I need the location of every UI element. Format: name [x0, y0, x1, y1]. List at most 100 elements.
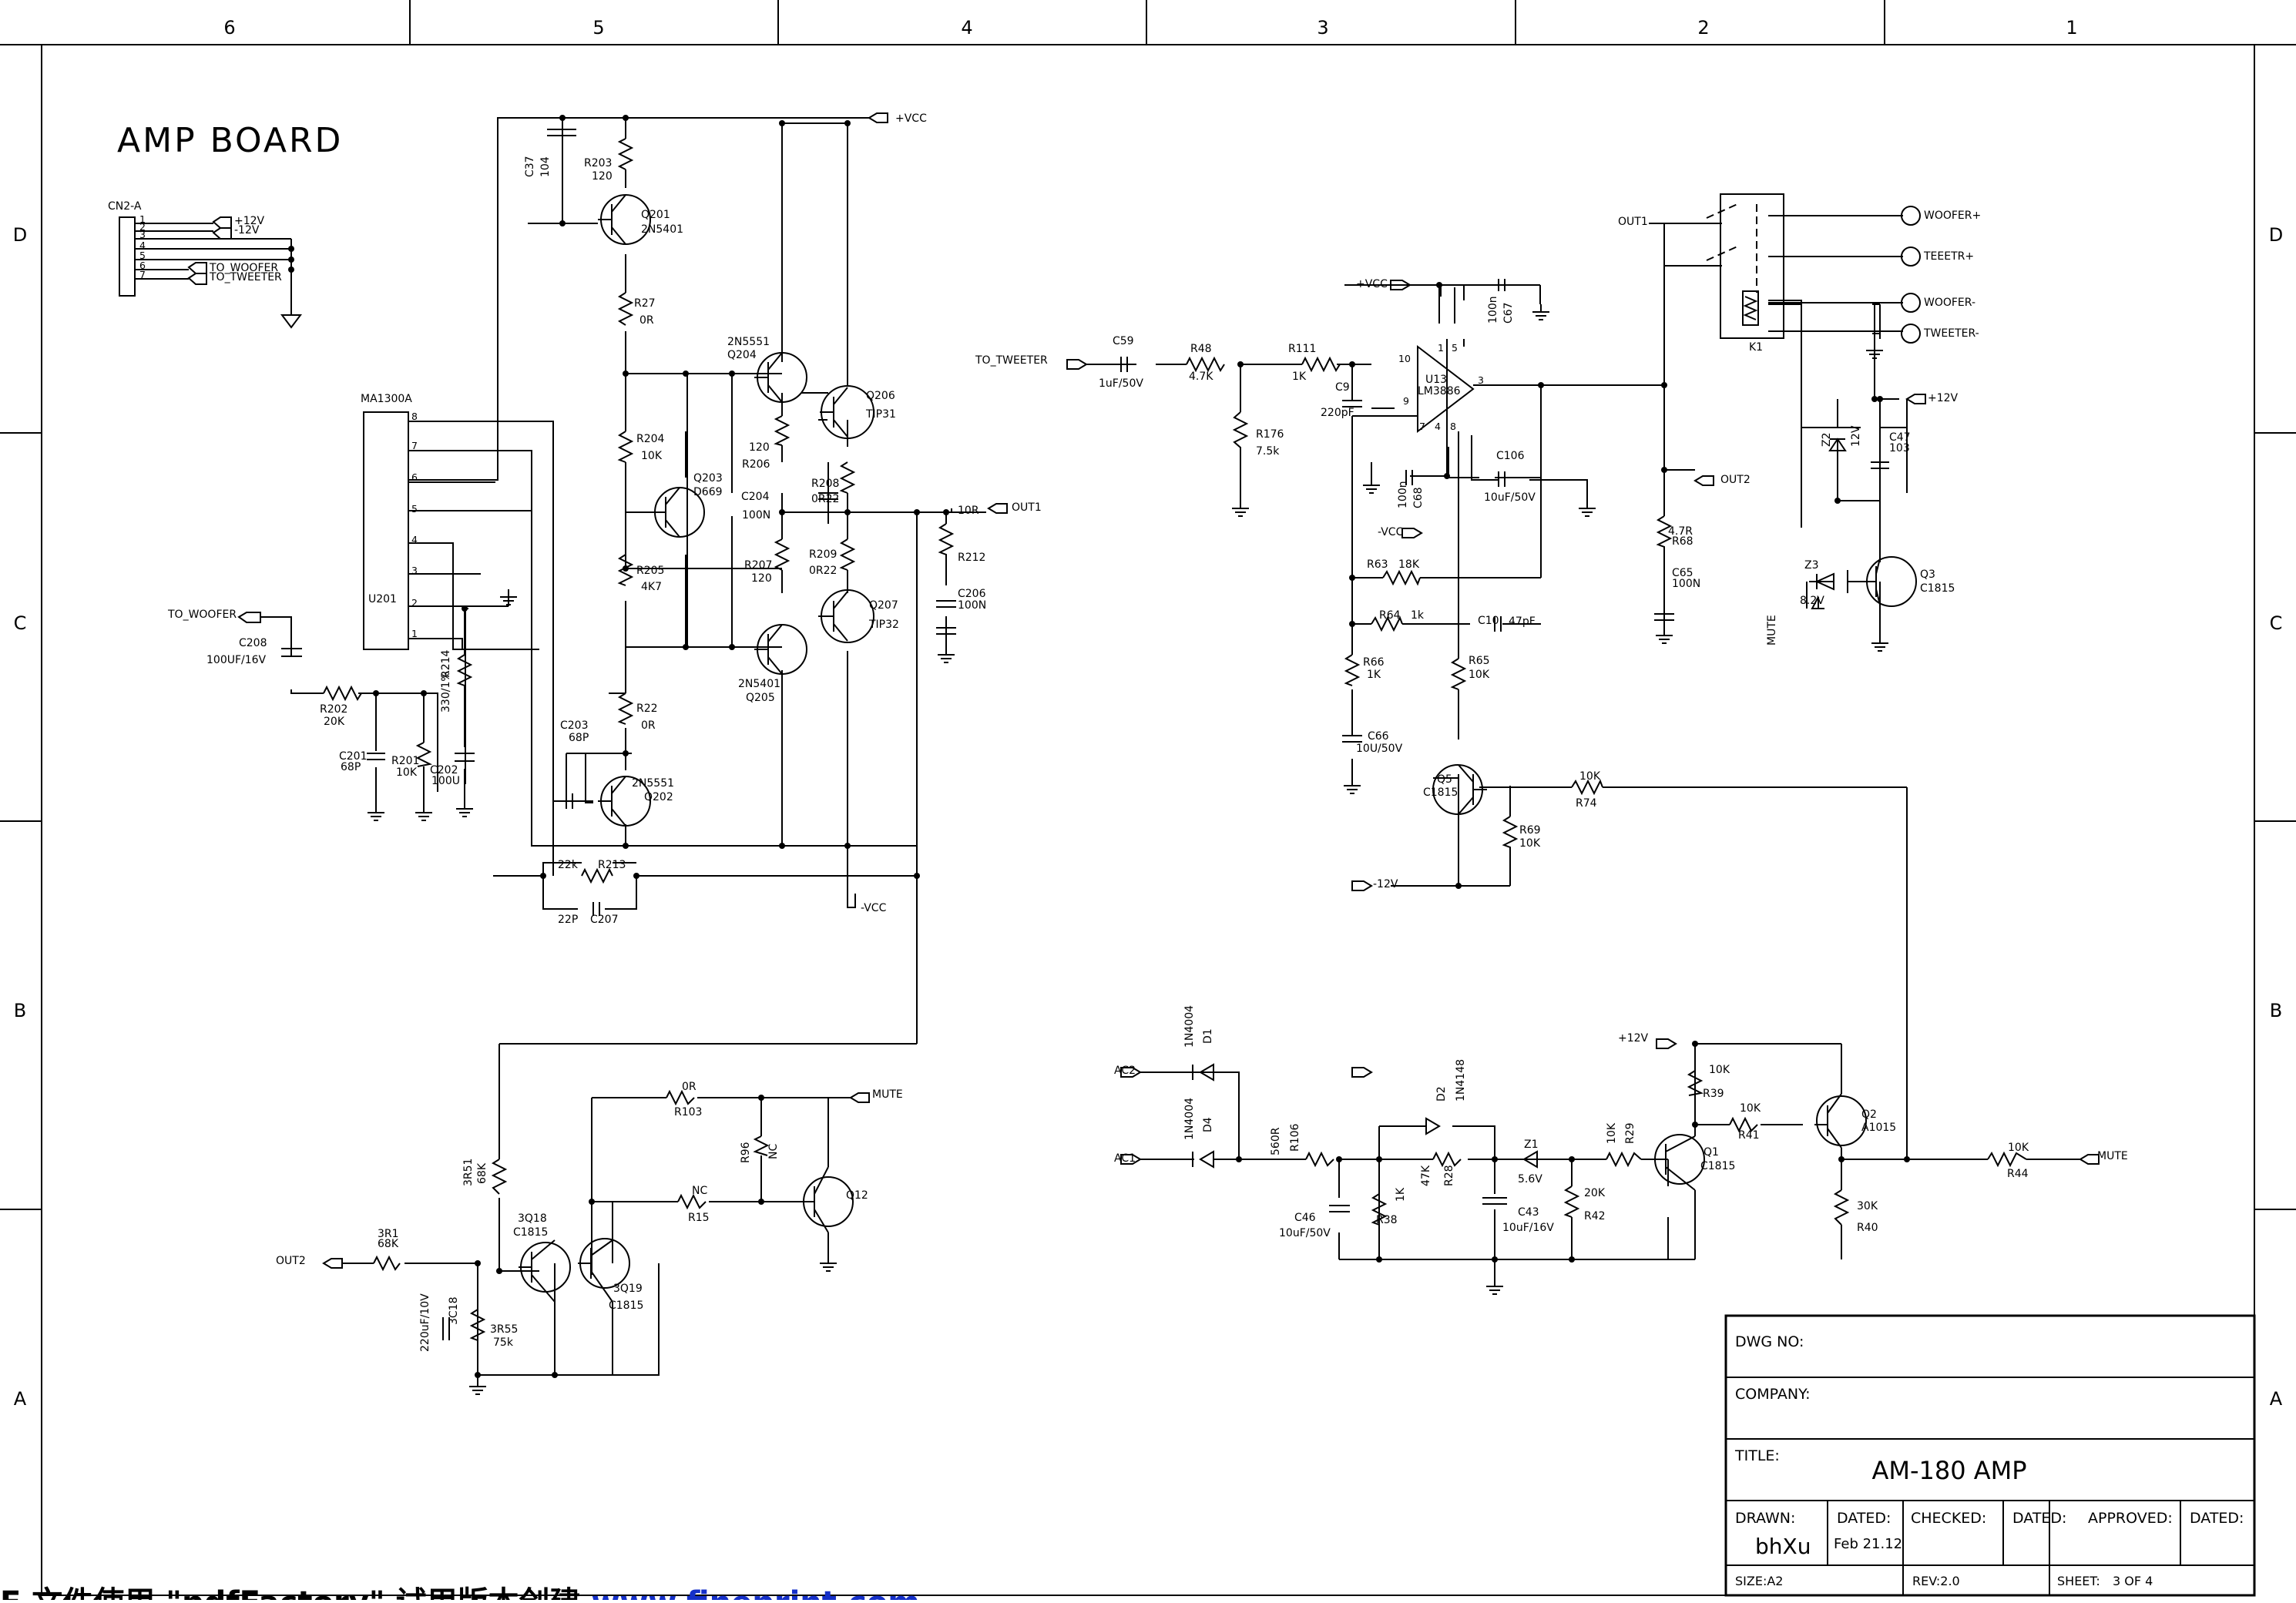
component-label-r3r1v: 68K: [378, 1238, 399, 1250]
component-label-r42v: 20K: [1584, 1187, 1606, 1199]
component-label-r64: R64: [1379, 609, 1401, 622]
component-label-q5: Q5: [1437, 773, 1452, 786]
component-label-c43: C43: [1518, 1206, 1539, 1219]
component-label-u13: U13: [1425, 374, 1447, 386]
component-label-r27: R27: [634, 297, 656, 310]
component-label-m12v: -12V: [234, 224, 260, 236]
component-label-c206v: 100N: [958, 599, 986, 612]
component-label-c202: C202: [430, 764, 458, 776]
grid-row-label: C: [2270, 612, 2283, 634]
component-label-r103v: 0R: [682, 1081, 697, 1093]
component-label-r66: R66: [1363, 656, 1385, 669]
component-label-pin7: 7: [1419, 421, 1425, 432]
component-label-p2: 2: [139, 221, 146, 233]
component-label-c203: C203: [560, 719, 589, 732]
component-label-c37v: 104: [539, 156, 552, 177]
component-label-c37: C37: [524, 156, 536, 177]
watermark-link[interactable]: www.fineprint.com: [591, 1585, 919, 1600]
component-label-u201: U201: [368, 593, 397, 605]
component-label-r212: R212: [958, 552, 985, 564]
component-label-c3c18v: 220uF/10V: [419, 1293, 431, 1352]
component-label-vcc2: +VCC: [1356, 278, 1388, 290]
drawn-value: bhXu: [1755, 1534, 1811, 1559]
component-label-r40: R40: [1857, 1222, 1878, 1234]
component-label-c9v: 220pF: [1321, 407, 1354, 419]
component-label-p6: 6: [139, 260, 146, 271]
component-label-r201: R201: [391, 755, 419, 767]
component-label-q2: Q2: [1861, 1108, 1877, 1121]
component-label-r39: R39: [1703, 1088, 1724, 1100]
component-label-q5v: C1815: [1423, 786, 1458, 799]
component-label-q2v: A1015: [1861, 1122, 1896, 1134]
component-label-pin8: 8: [1450, 421, 1456, 432]
component-label-q206v: TIP31: [865, 408, 896, 421]
component-label-d1v: 1N4004: [1183, 1005, 1196, 1048]
component-label-r202: R202: [320, 703, 347, 716]
component-label-totweet1: TO_TWEETER: [209, 271, 282, 283]
wires: [119, 117, 2080, 1379]
component-label-u6: 6: [411, 471, 418, 483]
grid-col-label: 3: [1317, 17, 1328, 39]
grid-labels: 6 5 4 3 2 1 D C B A D C B A: [13, 17, 2283, 1410]
component-label-r41: R41: [1738, 1129, 1760, 1142]
component-label-d1: D1: [1202, 1028, 1214, 1044]
component-label-c65v: 100N: [1672, 578, 1700, 590]
sheet-value: 3 OF 4: [2113, 1574, 2153, 1588]
component-label-p7: 7: [139, 269, 146, 280]
component-label-m12v2: -12V: [1373, 878, 1398, 890]
component-label-r207: R207: [744, 559, 772, 572]
component-label-r207v: 120: [751, 572, 772, 585]
component-label-r39v: 10K: [1709, 1064, 1730, 1076]
component-label-q204v: 2N5551: [727, 336, 770, 348]
approved-dated-label: DATED:: [2190, 1510, 2244, 1527]
component-label-r68v: 4.7R: [1668, 525, 1693, 538]
component-label-z3: Z3: [1804, 559, 1819, 572]
component-label-q202: Q202: [644, 791, 673, 803]
component-label-r40v: 30K: [1857, 1200, 1878, 1212]
component-label-r44v: 10K: [2008, 1142, 2029, 1154]
component-label-c106v: 10uF/50V: [1484, 491, 1536, 504]
component-label-r38: R38: [1376, 1214, 1398, 1226]
component-label-q203v: D669: [693, 486, 723, 498]
component-label-z3v: 8.2V: [1800, 595, 1824, 607]
component-label-c66v: 10U/50V: [1356, 743, 1403, 755]
component-label-out1a: OUT1: [1012, 501, 1042, 514]
component-label-c67: C67: [1502, 302, 1515, 324]
dated-label: DATED:: [1837, 1510, 1891, 1527]
component-label-q201: Q201: [641, 209, 670, 221]
grid-col-label: 4: [961, 17, 972, 39]
component-label-r96v: NC: [767, 1144, 780, 1159]
component-label-mute3: MUTE: [872, 1088, 903, 1101]
component-label-r201v: 10K: [396, 766, 418, 779]
component-label-c206: C206: [958, 588, 986, 600]
component-label-p12v2: +12V: [1928, 392, 1959, 404]
grid-row-label: D: [13, 224, 27, 246]
component-label-c47v: 103: [1889, 442, 1910, 454]
component-label-z2v: 12V: [1850, 425, 1862, 447]
component-label-u5: 5: [411, 503, 418, 515]
checked-label: CHECKED:: [1911, 1510, 1986, 1527]
rev-label: REV:2.0: [1912, 1574, 1960, 1588]
component-label-r65: R65: [1469, 655, 1490, 667]
component-label-tweetp: TEEETR+: [1923, 250, 1974, 263]
component-label-r74v: 10K: [1579, 770, 1601, 783]
component-label-q3019v: C1815: [609, 1300, 643, 1312]
component-label-r209: R209: [809, 548, 837, 561]
component-label-r41v: 10K: [1740, 1102, 1761, 1115]
junction-dots: [288, 115, 1910, 1378]
component-label-q203: Q203: [693, 472, 723, 485]
component-label-c202v: 100U: [431, 775, 460, 787]
grid-col-label: 1: [2066, 17, 2077, 39]
component-label-q1v: C1815: [1700, 1160, 1735, 1172]
component-label-r214: R214: [440, 649, 452, 678]
title-value: AM-180 AMP: [1871, 1456, 2026, 1485]
component-label-c68v: 100n: [1397, 481, 1409, 508]
component-label-towoof2: TO_WOOFER: [167, 609, 237, 621]
component-label-ac2: AC2: [1114, 1065, 1136, 1077]
component-label-r15: R15: [688, 1212, 710, 1224]
component-label-pin4: 4: [1435, 421, 1441, 432]
component-label-c204v: 100N: [742, 509, 770, 521]
component-label-r209v: 0R22: [809, 565, 837, 577]
component-label-k1: K1: [1749, 341, 1763, 354]
